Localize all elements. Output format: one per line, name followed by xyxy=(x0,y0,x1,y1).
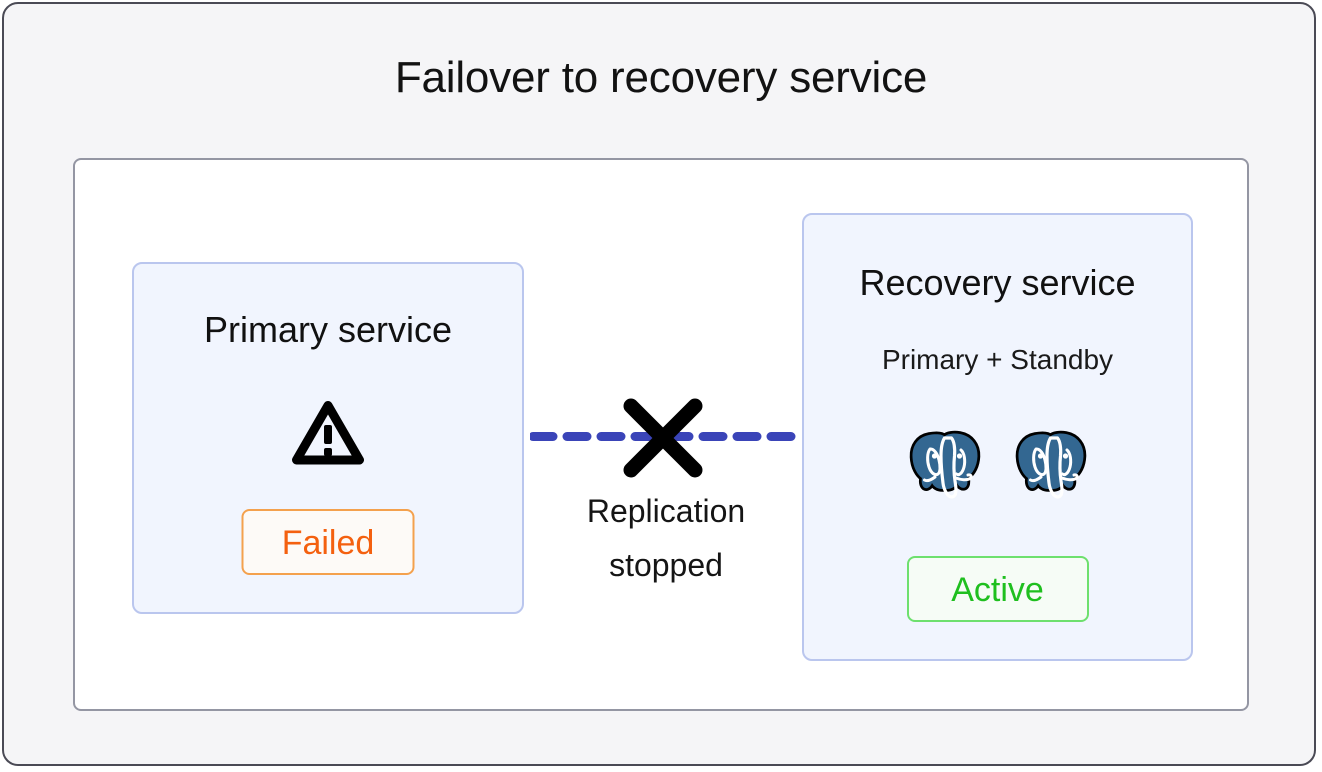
node-title: Primary service xyxy=(203,309,453,350)
node-recovery-service[interactable]: Recovery service Primary + Standby xyxy=(802,213,1193,661)
node-title: Recovery service xyxy=(859,262,1136,303)
node-primary-service[interactable]: Primary service Failed xyxy=(132,262,524,614)
replication-label-line2: stopped xyxy=(609,547,723,583)
page-title: Failover to recovery service xyxy=(394,53,928,102)
postgresql-elephant-icon xyxy=(1015,430,1086,499)
postgres-icon-row xyxy=(804,423,1191,503)
x-mark-icon xyxy=(623,398,703,478)
warning-triangle-icon xyxy=(292,401,364,465)
node-subtitle: Primary + Standby xyxy=(881,344,1114,375)
status-badge-failed[interactable]: Failed xyxy=(241,509,415,575)
replication-label-line1: Replication xyxy=(586,493,746,529)
postgresql-elephant-icon xyxy=(909,430,980,499)
diagram-panel: Primary service Failed Recovery service … xyxy=(73,158,1249,711)
status-badge-active[interactable]: Active xyxy=(906,556,1089,622)
replication-label: Replication stopped xyxy=(529,484,803,592)
